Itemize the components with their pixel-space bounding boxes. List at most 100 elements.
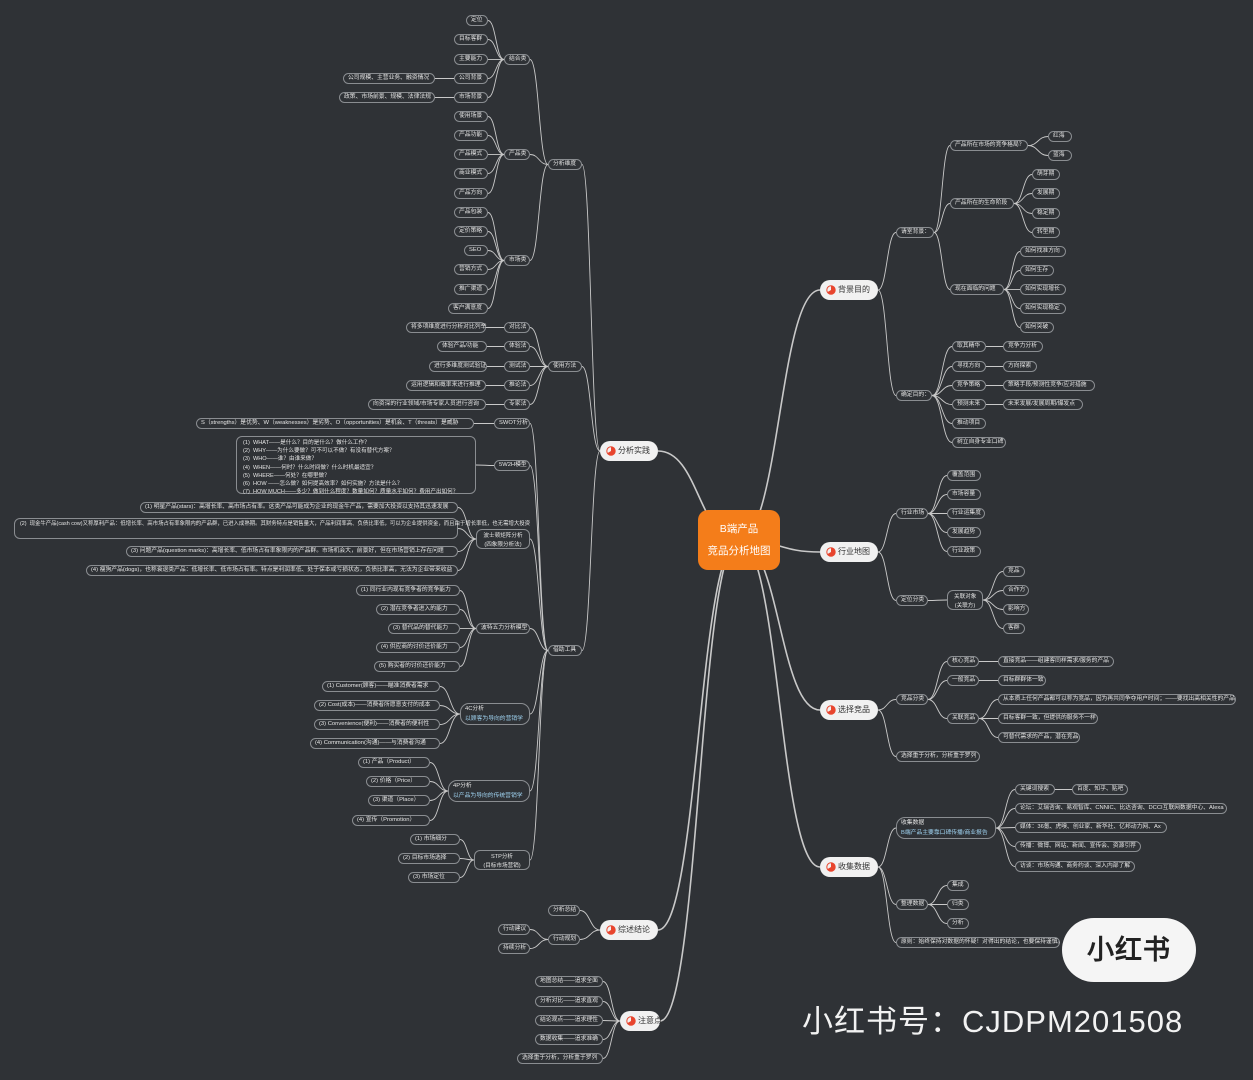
- branch-right-2[interactable]: 选择竞品: [820, 700, 878, 720]
- topic-left-0-children-0-children-0-children-2[interactable]: 主要能力: [454, 54, 488, 65]
- topic-right-0-children-1-children-1-children-0[interactable]: 方向探索: [1003, 361, 1037, 372]
- topic-left-0-children-1-children-2-children-0[interactable]: 进行多维度测试验证: [429, 361, 487, 372]
- topic-left-0-children-2-children-0[interactable]: SWOT分析: [494, 418, 530, 429]
- topic-left-0-children-2-children-1[interactable]: 5W2H模型: [494, 460, 530, 471]
- topic-left-0-children-2-children-5-children-0[interactable]: (1) 产品（Product）: [358, 757, 430, 768]
- topic-right-3-children-0-children-0-children-0[interactable]: 百度、知乎、贴吧: [1072, 784, 1128, 795]
- topic-left-0-children-1[interactable]: 使用方法: [548, 361, 582, 372]
- branch-right-1[interactable]: 行业地图: [820, 542, 878, 562]
- topic-right-0-children-0-children-0[interactable]: 产品所在市场的竞争格局？: [950, 140, 1028, 151]
- topic-right-0-children-0[interactable]: 请室背景：: [896, 227, 934, 238]
- topic-right-0-children-0-children-2-children-1[interactable]: 如何生存: [1020, 265, 1054, 276]
- topic-right-1-children-1-children-0-children-2[interactable]: 影响方: [1003, 604, 1029, 615]
- topic-left-0-children-0-children-2[interactable]: 市场类: [504, 255, 530, 266]
- topic-right-3-children-0-children-2[interactable]: 媒体：36氪、虎嗅、创业家、新华社、亿邦动力网、Ax: [1015, 822, 1167, 833]
- topic-right-1-children-0-children-4[interactable]: 行业政策: [947, 546, 981, 557]
- topic-left-0-children-2-children-6-children-1[interactable]: (2) 目标市场选择: [398, 853, 460, 864]
- topic-left-0-children-2-children-1-children-0[interactable]: (1) WHAT——是什么？目的是什么？做什么工作？ (2) WHY——为什么要…: [236, 436, 476, 495]
- topic-left-0-children-0-children-0-children-3[interactable]: 公司背景: [454, 73, 488, 84]
- topic-left-0-children-1-children-4-children-0[interactable]: 向资深的行业领域/市场专家人员进行咨询: [368, 399, 486, 410]
- topic-left-0-children-2-children-0-children-0[interactable]: S（strengths）是优势、W（weaknesses）是劣势、O（oppor…: [196, 418, 474, 429]
- topic-left-0-children-0-children-0-children-3-children-0[interactable]: 公司规模、主营业务、融资情况: [343, 73, 435, 84]
- topic-right-2-children-0-children-2-children-0[interactable]: 从本质上任何产品都可以称为竞品，因为再共同争夺用户时间；——要找出高相关性的产品: [998, 694, 1236, 705]
- topic-right-0-children-0-children-2-children-4[interactable]: 如何突破: [1020, 322, 1054, 333]
- topic-left-0-children-2-children-2[interactable]: 波士顿矩阵分析 (四象限分析法): [476, 529, 530, 549]
- topic-right-2-children-1[interactable]: 选择重于分析，分析重于罗列: [896, 751, 980, 762]
- topic-right-3-children-1-children-2[interactable]: 分析: [947, 918, 969, 929]
- topic-left-0-children-0-children-1-children-1[interactable]: 产品功能: [454, 130, 488, 141]
- branch-right-3[interactable]: 收集数据: [820, 857, 878, 877]
- topic-right-1-children-1-children-0[interactable]: 关联对象 (关联方): [947, 590, 983, 610]
- topic-left-0-children-0-children-2-children-4[interactable]: 推广渠道: [454, 284, 488, 295]
- branch-left-0[interactable]: 分析实践: [600, 441, 658, 461]
- topic-right-0-children-1-children-5[interactable]: 树立自身专业口碑: [952, 437, 1006, 448]
- topic-right-0-children-1-children-4[interactable]: 推动项目: [952, 418, 986, 429]
- topic-left-0-children-0-children-2-children-0[interactable]: 产品包装: [454, 207, 488, 218]
- topic-right-1-children-0-children-2[interactable]: 行业运集度: [947, 508, 985, 519]
- topic-right-3-children-1-children-0[interactable]: 集成: [947, 880, 969, 891]
- topic-right-3-children-2[interactable]: 原则：始终保持对数据的怀疑！对得出的结论，也要保持谨慎。: [896, 937, 1063, 948]
- branch-left-1[interactable]: 综述结论: [600, 920, 658, 940]
- topic-left-0-children-2-children-5-children-3[interactable]: (4) 宣传（Promotion）: [352, 815, 430, 826]
- topic-left-0-children-2-children-3-children-3[interactable]: (4) 供应商的讨价还价能力: [376, 642, 460, 653]
- topic-right-0-children-0-children-0-children-1[interactable]: 蓝海: [1048, 150, 1072, 161]
- topic-left-1-children-1-children-1[interactable]: 持续分析: [498, 943, 530, 954]
- topic-left-0-children-0-children-1-children-2[interactable]: 产品模式: [454, 149, 488, 160]
- topic-left-0-children-2-children-4-children-0[interactable]: (1) Customer(顾客)——瞄准消费者需求: [322, 681, 440, 692]
- topic-right-1-children-0-children-1[interactable]: 市场容量: [947, 489, 981, 500]
- topic-left-0-children-2-children-2-children-0[interactable]: (1) 明星产品(stars)：高增长率、高市场占有率。这类产品可能成为企业的现…: [140, 502, 458, 513]
- topic-left-0-children-1-children-1[interactable]: 体验法: [504, 341, 530, 352]
- topic-left-0-children-2-children-6[interactable]: STP分析 (目标市场营销): [474, 850, 530, 870]
- topic-left-0-children-0-children-1-children-0[interactable]: 使用场景: [454, 111, 488, 122]
- topic-left-2-children-0[interactable]: 地图总结——追求全面: [535, 976, 603, 987]
- topic-right-0-children-0-children-1-children-0[interactable]: 萌芽期: [1032, 169, 1060, 180]
- topic-right-2-children-0-children-1-children-0[interactable]: 目标群群体一致: [998, 675, 1046, 686]
- topic-right-3-children-1[interactable]: 整理数据: [896, 899, 928, 910]
- topic-right-2-children-0-children-1[interactable]: 一般竞品: [947, 675, 979, 686]
- topic-right-1-children-0-children-3[interactable]: 发展趋势: [947, 527, 981, 538]
- topic-left-0-children-1-children-0[interactable]: 对比法: [504, 322, 530, 333]
- branch-right-0[interactable]: 背景目的: [820, 280, 878, 300]
- topic-left-1-children-1[interactable]: 行动规划: [548, 934, 580, 945]
- topic-right-3-children-0-children-3[interactable]: 传播：微博、网站、新闻、宣传会、资源引荐: [1015, 841, 1141, 852]
- topic-left-0-children-1-children-3-children-0[interactable]: 运用逻辑和概率来进行推理: [406, 380, 486, 391]
- topic-left-0-children-0-children-2-children-5[interactable]: 客户满意度: [448, 303, 488, 314]
- topic-left-0-children-0-children-0-children-4-children-0[interactable]: 政策、市场前景、规模、法律法规: [339, 92, 435, 103]
- topic-left-0-children-1-children-4[interactable]: 专家法: [504, 399, 530, 410]
- topic-right-2-children-0-children-2-children-1[interactable]: 目标客群一致，但提供的服务不一样: [998, 713, 1098, 724]
- topic-left-2-children-4[interactable]: 选择重于分析，分析重于罗列: [517, 1053, 603, 1064]
- topic-left-0-children-0-children-0-children-1[interactable]: 目标客群: [454, 34, 488, 45]
- topic-left-0-children-0-children-0-children-0[interactable]: 定位: [466, 15, 488, 26]
- branch-left-2[interactable]: 注意点: [620, 1011, 662, 1031]
- topic-right-0-children-0-children-1-children-1[interactable]: 发展期: [1032, 188, 1060, 199]
- topic-right-0-children-1-children-3-children-0[interactable]: 未来发展/发展周期/爆发点: [1003, 399, 1083, 410]
- topic-left-0-children-2-children-5-children-1[interactable]: (2) 价格（Price）: [366, 776, 430, 787]
- topic-left-1-children-0[interactable]: 分析总结: [548, 905, 580, 916]
- topic-left-0-children-2-children-3-children-2[interactable]: (3) 替代品的替代能力: [388, 623, 460, 634]
- topic-right-0-children-1-children-2-children-0[interactable]: 策略手段/预测性竞争/应对措施: [1003, 380, 1095, 391]
- topic-right-3-children-0-children-0[interactable]: 关键词搜索: [1015, 784, 1055, 795]
- topic-right-1-children-1-children-0-children-1[interactable]: 合作方: [1003, 585, 1029, 596]
- topic-left-0-children-0-children-0[interactable]: 结合类: [504, 54, 530, 65]
- topic-right-0-children-0-children-1-children-2[interactable]: 稳定期: [1032, 208, 1060, 219]
- topic-right-0-children-1-children-3[interactable]: 预测未来: [952, 399, 986, 410]
- topic-left-2-children-1[interactable]: 分析对比——追求直观: [535, 996, 603, 1007]
- topic-left-0-children-2-children-5-children-2[interactable]: (3) 渠道（Place）: [368, 795, 430, 806]
- topic-left-0-children-2[interactable]: 借助工具: [548, 645, 582, 656]
- topic-right-0-children-0-children-2-children-2[interactable]: 如何实现增长: [1020, 284, 1066, 295]
- topic-right-2-children-0-children-0-children-0[interactable]: 直接竞品——组建客同样需求/服务的产品: [998, 656, 1114, 667]
- topic-left-0-children-2-children-6-children-2[interactable]: (3) 市场定位: [408, 872, 460, 883]
- topic-left-0-children-0[interactable]: 分析维度: [548, 159, 582, 170]
- topic-left-1-children-1-children-0[interactable]: 行动建议: [498, 924, 530, 935]
- topic-right-2-children-0-children-2[interactable]: 关联竞品: [947, 713, 979, 724]
- topic-right-0-children-0-children-1[interactable]: 产品所在的生命阶段: [950, 198, 1014, 209]
- topic-right-0-children-1-children-0-children-0[interactable]: 竞争力分析: [1003, 341, 1043, 352]
- topic-left-0-children-2-children-4-children-3[interactable]: (4) Communication(沟通)——与消费者沟通: [310, 738, 440, 749]
- topic-right-2-children-0-children-0[interactable]: 核心竞品: [947, 656, 979, 667]
- topic-right-1-children-1-children-0-children-0[interactable]: 竞品: [1003, 566, 1025, 577]
- topic-left-0-children-2-children-4-children-1[interactable]: (2) Cost(成本)——消费者所愿意支付的成本: [314, 700, 440, 711]
- topic-right-0-children-0-children-1-children-3[interactable]: 转型期: [1032, 227, 1060, 238]
- topic-right-0-children-1-children-0[interactable]: 取其精华: [952, 341, 986, 352]
- topic-right-2-children-0[interactable]: 竞品分类: [896, 694, 928, 705]
